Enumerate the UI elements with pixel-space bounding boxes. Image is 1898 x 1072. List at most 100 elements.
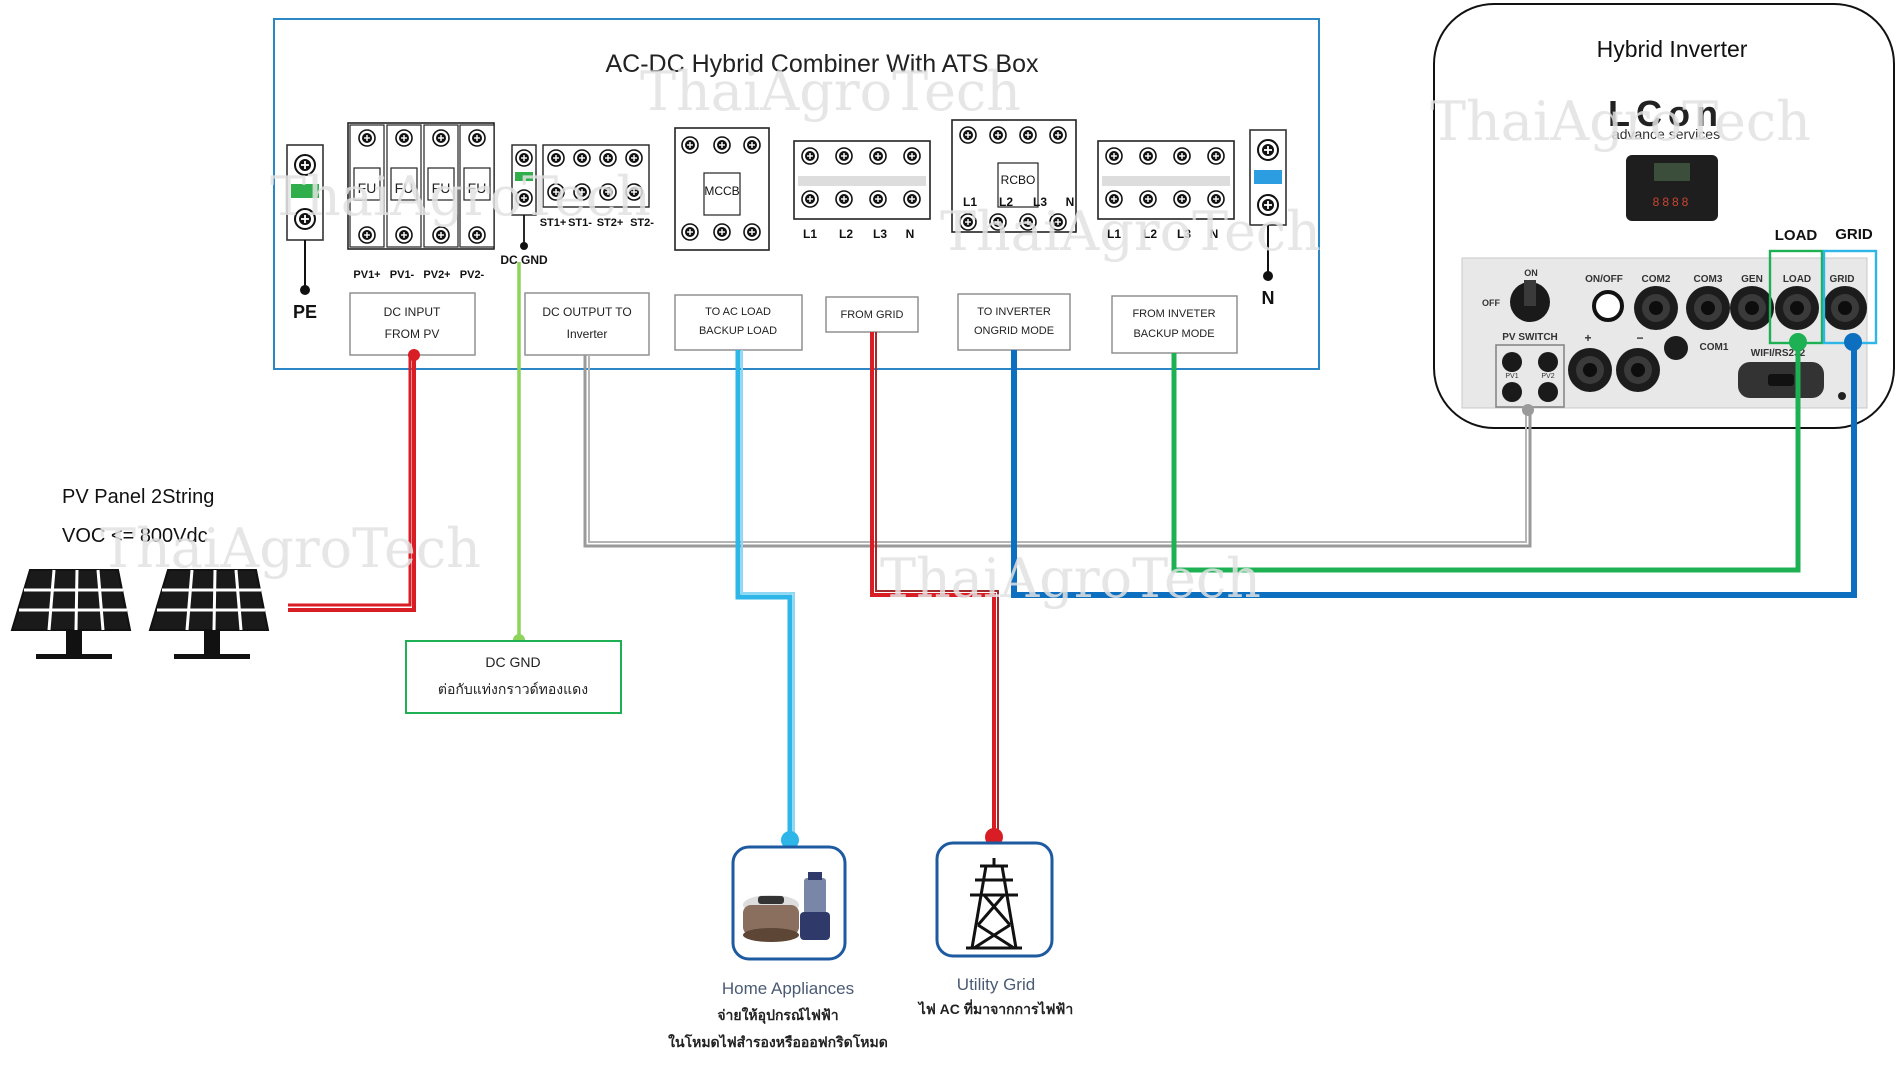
inverter-brand-sub: advance services (1612, 126, 1720, 142)
label-to-ac-load-line2: BACKUP LOAD (699, 325, 777, 337)
fuse-label-1: FU (358, 180, 377, 196)
watermark-4: ThaiAgroTech (1430, 90, 1811, 153)
transmission-tower-icon (966, 858, 1022, 950)
fuse-terminal-pv1p: PV1+ (353, 269, 380, 281)
wire-pv-dc-input-inner (288, 354, 412, 607)
inverter-port-gen: GEN (1741, 274, 1763, 285)
label-dc-input-line1: DC INPUT (384, 305, 441, 319)
pv-info-line1: PV Panel 2String (62, 486, 214, 508)
watermark-2: ThaiAgroTech (270, 165, 651, 228)
home-appliances-thai2: ในโหมดไฟสำรองหรือออฟกริดโหมด (668, 1033, 888, 1050)
inverter-port-panel: ON OFF ON/OFF COM2 COM3 GEN LOAD GRID PV… (1461, 257, 1868, 409)
inverter-breaker-4p: L1 L2 L3 N (1097, 140, 1235, 241)
inverter-pv1-label: PV1 (1505, 373, 1518, 380)
dc-gnd-terminal-label: DC GND (500, 253, 548, 267)
blender-icon (800, 872, 830, 940)
inverter-pv-switch-label: PV SWITCH (1502, 332, 1558, 343)
wire-to-ac-load-inner (741, 350, 795, 835)
label-dc-output-line2: Inverter (567, 327, 608, 341)
inverter-grid-label: GRID (1835, 226, 1873, 243)
label-dc-output: DC OUTPUT TO Inverter (524, 292, 650, 356)
wire-to-ac-load (735, 350, 793, 835)
inverter-pv2-label: PV2 (1541, 373, 1554, 380)
inverter-title: Hybrid Inverter (1597, 36, 1748, 62)
wire-from-inverter-load (1171, 342, 1801, 573)
utility-grid-card (935, 841, 1054, 958)
grid-breaker-n: N (906, 227, 915, 241)
st-terminal-block: ST1+ ST1- ST2+ ST2- (540, 144, 654, 229)
wire-pv-dc-input (288, 354, 416, 612)
st-terminal-4: ST2- (630, 217, 654, 229)
fuse-terminal-pv2p: PV2+ (423, 269, 450, 281)
home-appliances-card (731, 845, 847, 961)
st-terminal-1: ST1+ (540, 217, 567, 229)
watermark-1: ThaiAgroTech (640, 60, 1021, 123)
inv-breaker-l3: L3 (1177, 227, 1191, 241)
label-from-grid: FROM GRID (825, 296, 919, 333)
rcbo-label: RCBO (1001, 173, 1036, 187)
home-appliances-title: Home Appliances (722, 979, 854, 998)
label-from-inverter: FROM INVETER BACKUP MODE (1111, 295, 1238, 354)
utility-grid-title: Utility Grid (957, 975, 1035, 994)
inverter-switch-off: OFF (1482, 298, 1500, 308)
fuse-label-4: FU (468, 180, 487, 196)
fuse-terminal-pv1n: PV1- (390, 269, 415, 281)
st-terminal-2: ST1- (568, 217, 592, 229)
dc-gnd-note-thai: ต่อกับแท่งกราวด์ทองแดง (438, 681, 588, 697)
fuse-label-3: FU (432, 180, 451, 196)
rcbo-l3: L3 (1033, 195, 1047, 209)
combiner-title: AC-DC Hybrid Combiner With ATS Box (606, 50, 1039, 78)
label-from-inverter-line2: BACKUP MODE (1133, 328, 1214, 340)
inv-breaker-n: N (1210, 227, 1219, 241)
n-label: N (1262, 288, 1275, 308)
inverter-load-label: LOAD (1775, 227, 1818, 244)
watermark-6: ThaiAgroTech (880, 547, 1261, 610)
n-terminal: N (1249, 129, 1287, 308)
inv-breaker-l2: L2 (1143, 227, 1157, 241)
inverter-port-com1: COM1 (1700, 342, 1729, 353)
inverter-minus-label: − (1636, 331, 1643, 345)
pe-terminal: PE (286, 144, 324, 322)
grid-breaker-4p: L1 L2 L3 N (793, 140, 931, 241)
st-terminal-3: ST2+ (597, 217, 624, 229)
inverter-port-com3: COM3 (1694, 274, 1723, 285)
pe-label: PE (293, 302, 317, 322)
inv-breaker-l1: L1 (1107, 227, 1121, 241)
wire-from-grid-inner (875, 332, 999, 835)
fuse-terminal-pv2n: PV2- (460, 269, 485, 281)
inverter-plus-label: + (1584, 331, 1591, 345)
inverter-display: 8888 (1626, 155, 1718, 221)
wire-from-grid (870, 332, 996, 835)
rcbo-n: N (1066, 195, 1075, 209)
mccb-breaker: MCCB (674, 127, 770, 251)
label-from-grid-line1: FROM GRID (841, 309, 904, 321)
wire-dc-output-pv-switch (583, 355, 1532, 548)
wire-dc-output-pv-switch-2 (588, 355, 1527, 543)
label-to-inverter-line2: ONGRID MODE (974, 325, 1054, 337)
home-appliances-thai1: จ่ายให้อุปกรณ์ไฟฟ้า (717, 1006, 838, 1024)
label-dc-input-line2: FROM PV (385, 327, 440, 341)
label-to-ac-load: TO AC LOAD BACKUP LOAD (674, 294, 803, 351)
label-to-inverter: TO INVERTER ONGRID MODE (957, 293, 1071, 351)
label-from-inverter-line1: FROM INVETER (1132, 308, 1215, 320)
label-to-inverter-line1: TO INVERTER (977, 306, 1051, 318)
inverter-display-digits: 8888 (1653, 195, 1692, 209)
rcbo-l1: L1 (963, 195, 977, 209)
inverter-port-com2: COM2 (1642, 274, 1671, 285)
inverter-switch-on: ON (1524, 268, 1538, 278)
inverter-port-onoff: ON/OFF (1585, 274, 1623, 285)
grid-breaker-l1: L1 (803, 227, 817, 241)
label-to-ac-load-line1: TO AC LOAD (705, 306, 771, 318)
label-dc-input: DC INPUT FROM PV (349, 292, 476, 356)
fuse-holders: FU FU FU FU PV1+ PV1- PV2+ PV2- (347, 122, 495, 281)
dc-gnd-terminal: DC GND (500, 144, 548, 267)
rcbo-l2: L2 (999, 195, 1013, 209)
watermark-3: ThaiAgroTech (940, 200, 1321, 263)
inverter-brand-logo: LCon (1608, 93, 1724, 134)
pv-panel-1 (10, 569, 132, 659)
inverter-port-grid: GRID (1830, 274, 1855, 285)
watermarks: ThaiAgroTech ThaiAgroTech ThaiAgroTech T… (100, 60, 1811, 610)
pv-info-line2: VOC <= 800Vdc (62, 525, 208, 547)
grid-breaker-l3: L3 (873, 227, 887, 241)
